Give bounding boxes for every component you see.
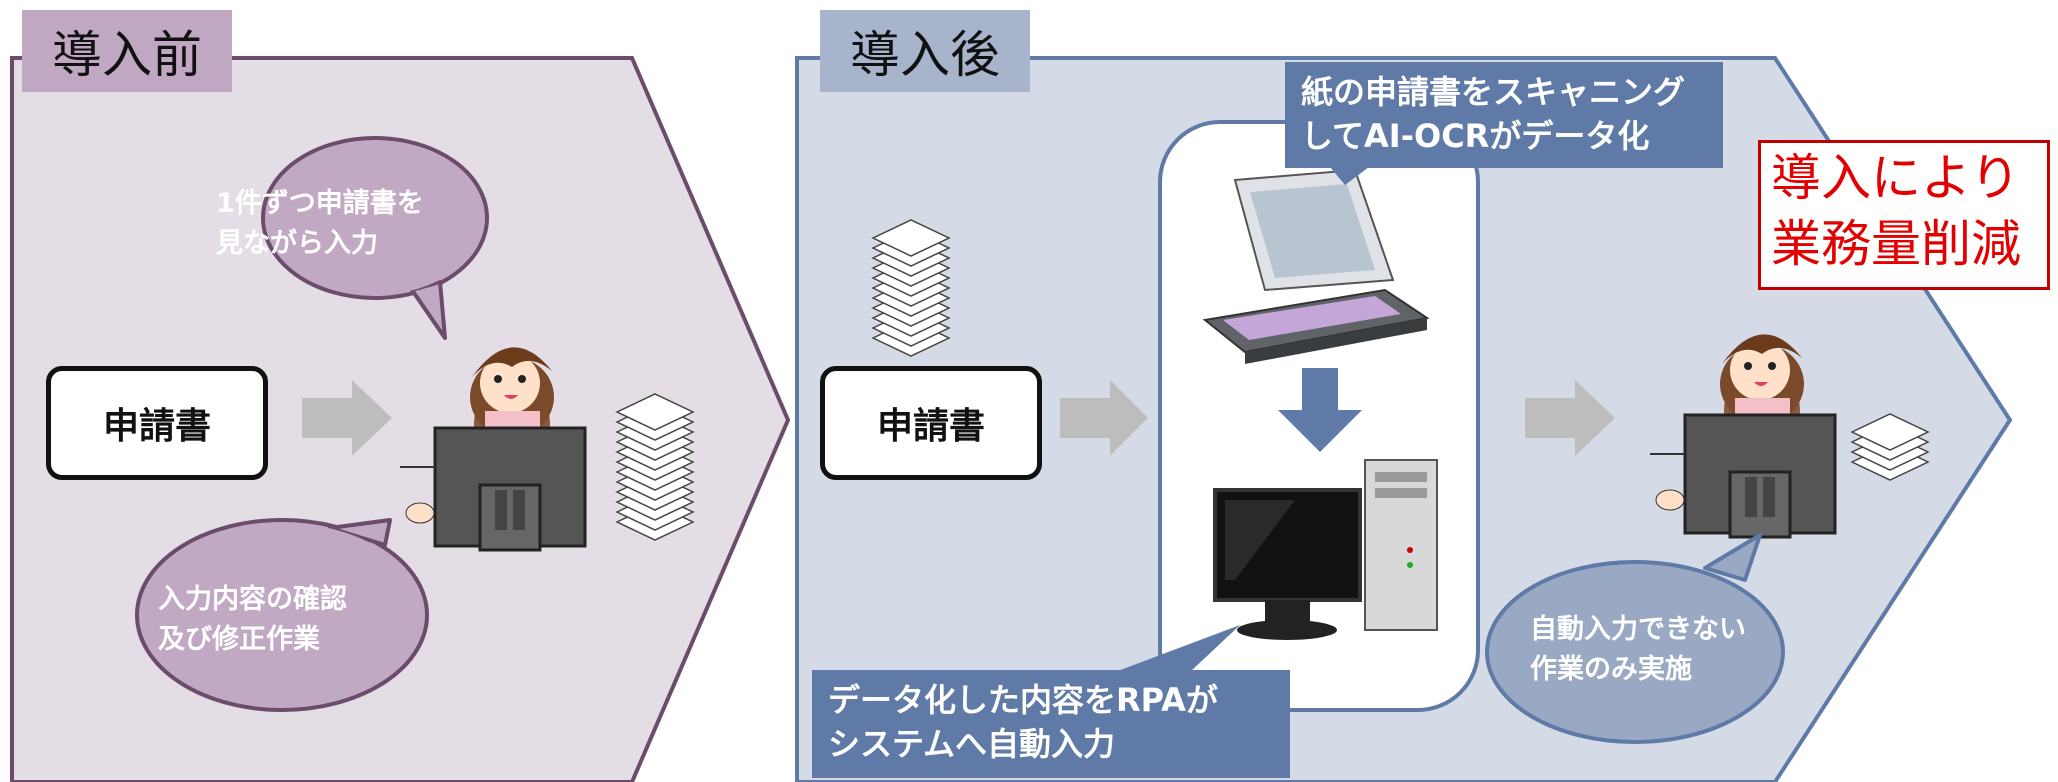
arrow-down-icon — [1278, 368, 1362, 452]
after-tab-label: 導入後 — [850, 26, 1000, 84]
scanner-callout: 紙の申請書をスキャニング してAI-OCRがデータ化 — [1285, 62, 1723, 168]
scanner-icon — [1202, 168, 1430, 364]
rpa-callout: データ化した内容をRPAが システムへ自動入力 — [812, 670, 1290, 778]
bubble-top-text: 1件ずつ申請書を 見ながら入力 — [216, 188, 424, 259]
after-tab: 導入後 — [820, 10, 1030, 92]
paper-stack-icon — [872, 219, 950, 357]
bubble-after-text: 自動入力できない 作業のみ実施 — [1530, 614, 1746, 685]
callout-pointer — [1115, 625, 1240, 672]
before-tab-label: 導入前 — [52, 26, 202, 84]
desktop-computer-icon — [1213, 459, 1438, 640]
bubble-bottom-text: 入力内容の確認 及び修正作業 — [158, 584, 347, 655]
form-label: 申請書 — [876, 406, 985, 447]
application-form-box: 申請書 — [46, 366, 268, 480]
person-at-computer-icon — [1650, 334, 1837, 539]
speech-bubble-bottom — [135, 518, 429, 712]
result-box: 導入により 業務量削減 — [1758, 140, 2050, 290]
application-form-box: 申請書 — [820, 366, 1042, 480]
speech-bubble-after — [1485, 533, 1785, 744]
arrow-right-icon — [1060, 380, 1148, 456]
speech-bubble-top — [261, 136, 489, 340]
paper-stack-icon — [616, 393, 694, 541]
form-label: 申請書 — [102, 406, 211, 447]
arrow-right-icon — [302, 380, 392, 456]
person-at-computer-icon — [400, 347, 587, 552]
before-tab: 導入前 — [22, 10, 232, 92]
arrow-right-icon — [1525, 380, 1615, 456]
